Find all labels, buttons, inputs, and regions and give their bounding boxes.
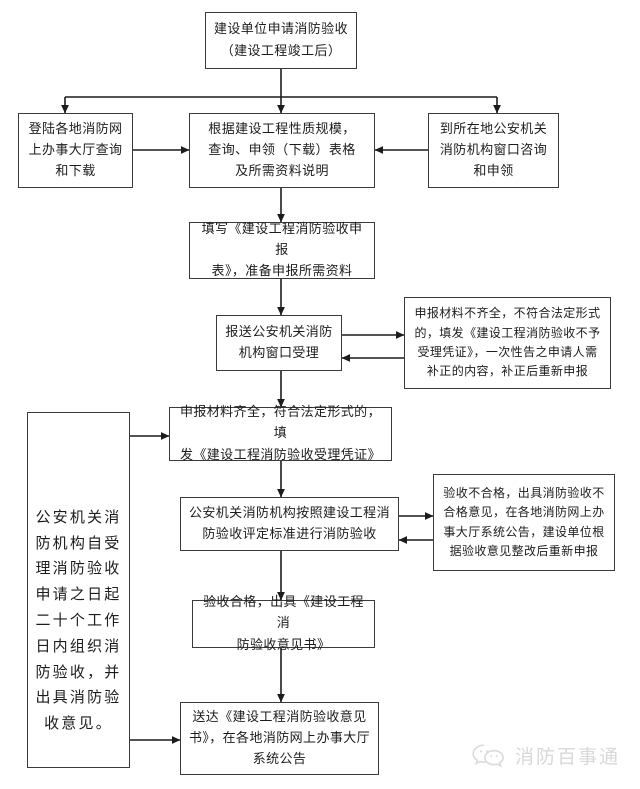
node-deliver: 送达《建设工程消防验收意见 书》，在各地消防网上办事大厅 系统公告 [180, 702, 379, 775]
node-accepted-label: 申报材料齐全，符合法定形式的，填 发《建设工程消防验收受理凭证》 [179, 405, 381, 463]
node-online-query: 登陆各地消防网 上办事大厅查询 和下载 [18, 113, 133, 188]
node-deliver-label: 送达《建设工程消防验收意见 书》，在各地消防网上办事大厅 系统公告 [188, 709, 371, 768]
node-pass: 验收合格，出具《建设工程消 防验收意见书》 [192, 595, 375, 653]
node-timeframe: 公安机关消防机构自受理消防验收申请之日起二十个工作日内组织消防验收，并出具消防验… [27, 412, 130, 768]
node-fail-note-label: 验收不合格，出具消防验收不 合格意见，在各地消防网上办 事大厅系统公告，建设单位… [443, 485, 605, 558]
node-incomplete-note: 申报材料不齐全，不符合法定形式 的，填发《建设工程消防验收不予 受理凭证》，一次… [404, 297, 611, 389]
watermark-label: 消防百事通 [515, 746, 621, 768]
node-window-query: 到所在地公安机关 消防机构窗口咨询 和申领 [428, 113, 559, 188]
node-fill-form: 填写《建设工程消防验收申报 表》，准备申报所需资料 [189, 222, 375, 279]
node-online-query-label: 登陆各地消防网 上办事大厅查询 和下载 [28, 121, 123, 180]
wechat-icon [472, 743, 506, 769]
node-submit-label: 报送公安机关消防 机构窗口受理 [225, 324, 333, 361]
node-submit: 报送公安机关消防 机构窗口受理 [216, 315, 342, 371]
node-forms: 根据建设工程性质规模， 查询、申领（下载）表格 及所需资料说明 [189, 113, 375, 188]
node-forms-label: 根据建设工程性质规模， 查询、申领（下载）表格 及所需资料说明 [208, 121, 356, 180]
node-fill-form-label: 填写《建设工程消防验收申报 表》，准备申报所需资料 [201, 221, 363, 280]
node-accepted: 申报材料齐全，符合法定形式的，填 发《建设工程消防验收受理凭证》 [169, 405, 392, 463]
watermark: 消防百事通 [472, 742, 620, 769]
node-start: 建设单位申请消防验收 （建设工程竣工后） [205, 12, 357, 69]
node-inspect: 公安机关消防机构按照建设工程消 防验收评定标准进行消防验收 [180, 497, 399, 551]
node-start-label: 建设单位申请消防验收 （建设工程竣工后） [213, 22, 348, 59]
node-timeframe-label: 公安机关消防机构自受理消防验收申请之日起二十个工作日内组织消防验收，并出具消防验… [35, 507, 122, 733]
node-pass-label: 验收合格，出具《建设工程消 防验收意见书》 [203, 595, 364, 653]
node-window-query-label: 到所在地公安机关 消防机构窗口咨询 和申领 [439, 121, 548, 180]
node-inspect-label: 公安机关消防机构按照建设工程消 防验收评定标准进行消防验收 [188, 505, 390, 542]
node-fail-note: 验收不合格，出具消防验收不 合格意见，在各地消防网上办 事大厅系统公告，建设单位… [433, 474, 615, 571]
node-incomplete-note-label: 申报材料不齐全，不符合法定形式 的，填发《建设工程消防验收不予 受理凭证》，一次… [414, 306, 601, 379]
